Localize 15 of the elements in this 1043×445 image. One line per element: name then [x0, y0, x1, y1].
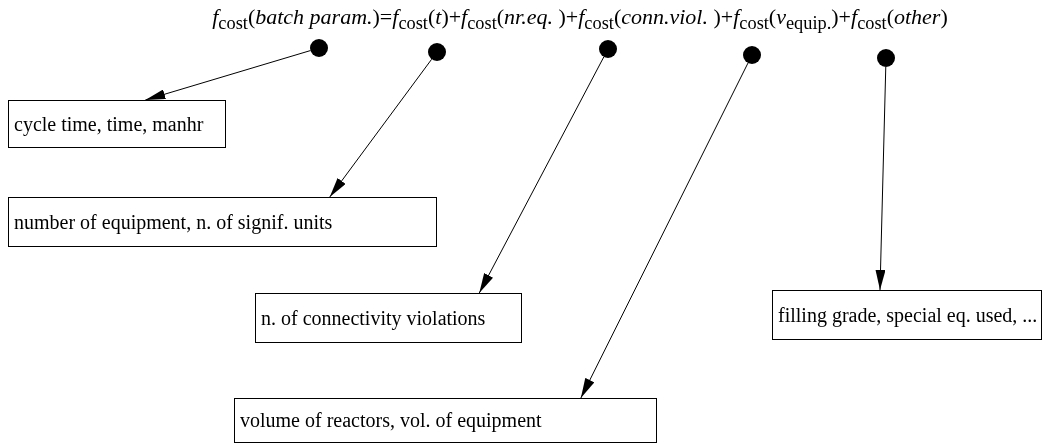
- text-box: cycle time, time, manhr: [8, 100, 226, 148]
- arrow: [144, 50, 311, 101]
- text-box: filling grade, special eq. used, ...: [772, 290, 1042, 340]
- text-box: number of equipment, n. of signif. units: [8, 197, 437, 247]
- text-box: volume of reactors, vol. of equipment: [234, 398, 657, 443]
- cost-formula: f$_{cost}$(batch param.)=f$_{cost}$(t)+f$_{cost}$(nr.eq. )+f$_{cost}$(conn.viol. )+f$_{cost}$(v$_{equip.}$)+f$_{cost}$(other): [211, 4, 949, 35]
- connection-dot: [428, 43, 446, 61]
- connection-dot: [743, 46, 761, 64]
- connection-dot: [877, 49, 895, 67]
- arrow: [580, 62, 749, 399]
- connection-dot: [599, 40, 617, 58]
- arrow: [329, 58, 433, 198]
- connection-dot: [310, 39, 328, 57]
- arrow: [478, 56, 605, 294]
- text-box: n. of connectivity violations: [255, 293, 522, 343]
